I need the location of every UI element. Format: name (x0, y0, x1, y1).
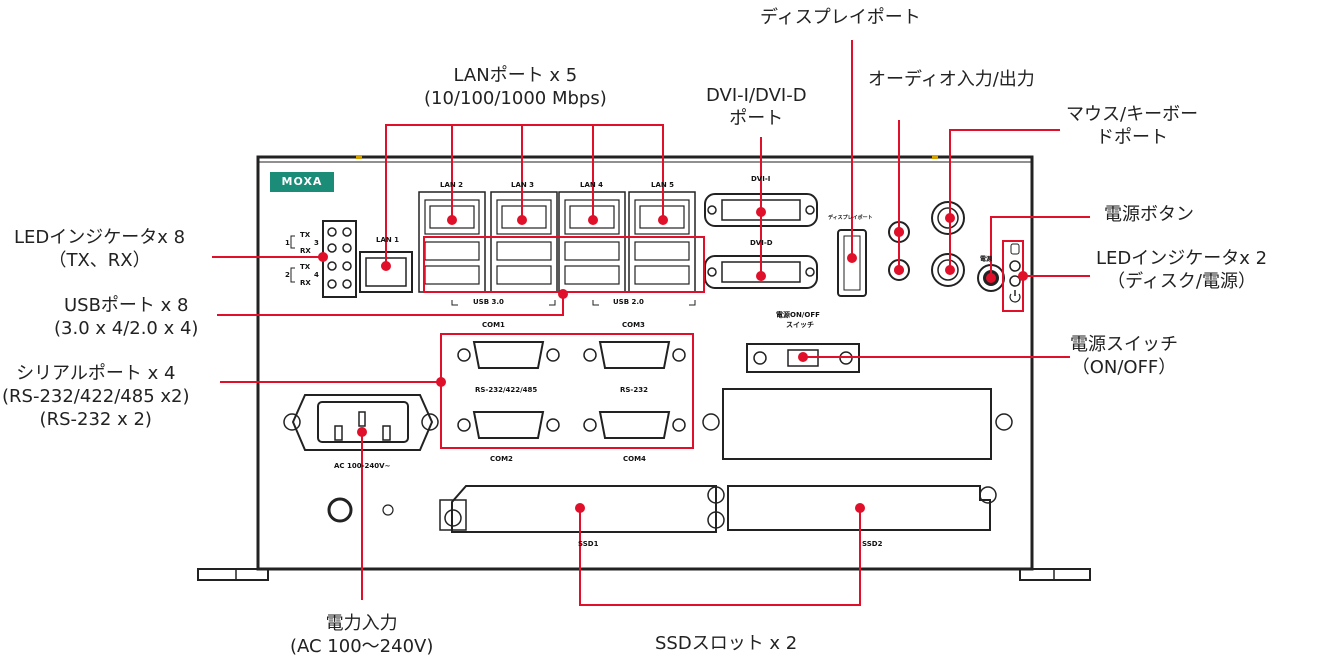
callout-power-button: 電源ボタン (1104, 204, 1194, 225)
label-lan1: LAN 1 (376, 236, 400, 244)
label-com4: COM4 (623, 455, 646, 463)
com3-port (583, 341, 686, 369)
led-indicator (327, 227, 352, 289)
ps2-mouse-port (931, 201, 965, 235)
label-ssd1: SSD1 (578, 540, 599, 548)
com4-port (583, 411, 686, 439)
ps2-keyboard-port (931, 253, 965, 287)
callout-audio: オーディオ入力/出力 (868, 69, 1035, 90)
led-power (1009, 275, 1021, 287)
label-n4: 4 (314, 271, 319, 279)
com2-port (457, 411, 560, 439)
callout-lan: LANポート x 5(10/100/1000 Mbps) (424, 65, 607, 109)
label-com1: COM1 (482, 321, 505, 329)
label-tx-2: TX (300, 263, 311, 271)
label-ssd2: SSD2 (862, 540, 883, 548)
label-lan2: LAN 2 (440, 181, 464, 189)
label-power-switch: 電源ON/OFF (776, 311, 820, 319)
label-com2: COM2 (490, 455, 513, 463)
moxa-logo: MOXA (270, 172, 334, 192)
label-dvi-d: DVI-D (750, 239, 773, 247)
callout-led-txrx: LEDインジケータx 8（TX、RX） (14, 227, 186, 271)
label-tx-1: TX (300, 231, 311, 239)
label-usb20: USB 2.0 (613, 298, 644, 306)
label-dvi-i: DVI-I (751, 175, 771, 183)
mounting-foot-left (197, 568, 269, 581)
callout-usb: USBポート x 8(3.0 x 4/2.0 x 4) (54, 295, 199, 339)
label-lan5: LAN 5 (651, 181, 675, 189)
callout-serial: シリアルポート x 4(RS-232/422/485 x2)(RS-232 x … (2, 363, 190, 430)
callout-mouse-keyboard: マウス/キーボードポート (1066, 104, 1199, 148)
label-n3: 3 (314, 239, 319, 247)
ground-terminal (327, 497, 353, 523)
callout-ssd: SSDスロット x 2 (655, 633, 798, 654)
label-lan3: LAN 3 (511, 181, 535, 189)
label-rs232: RS-232 (620, 386, 648, 394)
ssd1-slot (439, 485, 725, 533)
label-power-btn: 電源 (980, 256, 993, 263)
label-rx-2: RX (300, 279, 311, 287)
led-disk (1009, 260, 1021, 272)
label-usb30: USB 3.0 (473, 298, 504, 306)
callout-power-switch: 電源スイッチ（ON/OFF） (1070, 334, 1178, 378)
label-rs232-422-485: RS-232/422/485 (475, 386, 538, 394)
label-com3: COM3 (622, 321, 645, 329)
callout-led-disk-power: LEDインジケータx 2（ディスク/電源） (1096, 248, 1268, 292)
label-rx-1: RX (300, 247, 311, 255)
label-displayport: ディスプレイポート (828, 215, 873, 221)
com1-port (457, 341, 560, 369)
label-lan4: LAN 4 (580, 181, 604, 189)
expansion-slot-cover (722, 388, 992, 460)
label-n1: 1 (285, 239, 290, 247)
ssd2-slot (727, 485, 997, 531)
label-switch: スイッチ (786, 321, 814, 329)
chassis (256, 155, 1034, 571)
label-n2: 2 (285, 271, 290, 279)
mounting-foot-right (1019, 568, 1091, 581)
callout-power-input: 電力入力(AC 100～240V) (290, 613, 434, 657)
callout-displayport: ディスプレイポート (760, 7, 921, 28)
label-ac-input: AC 100-240V~ (334, 462, 391, 470)
